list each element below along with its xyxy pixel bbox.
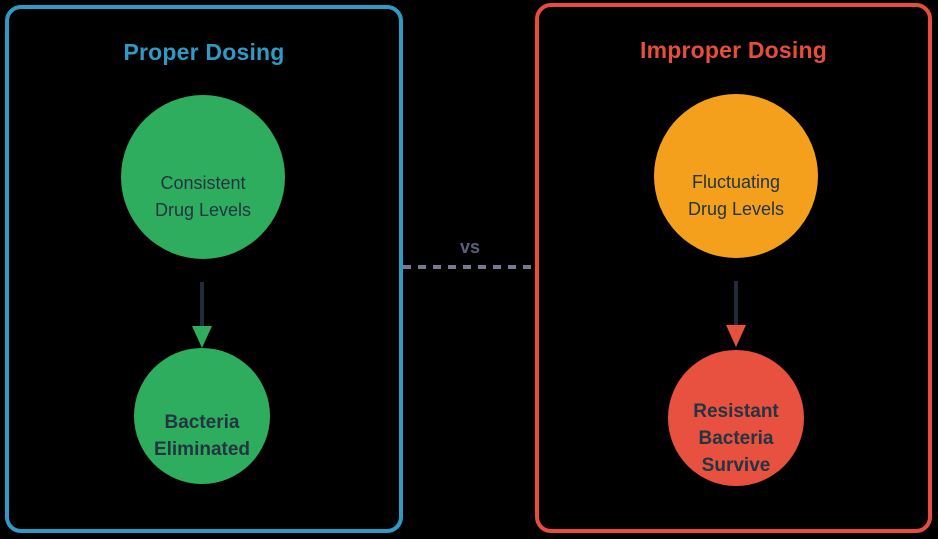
right-flow-arrow <box>725 281 747 347</box>
improper-dosing-panel: Improper Dosing Fluctuating Drug Levels … <box>535 3 932 533</box>
arrowhead-down-icon <box>192 326 212 348</box>
arrowhead-down-icon <box>726 325 746 347</box>
node-fluctuating-drug-levels: Fluctuating Drug Levels <box>654 94 818 258</box>
node-label-line: Survive <box>701 454 771 476</box>
arrow-shaft <box>734 281 738 326</box>
node-label-line: Bacteria <box>698 427 774 449</box>
proper-dosing-title: Proper Dosing <box>123 39 285 65</box>
node-label-line: Resistant <box>693 400 779 422</box>
vs-dashed-connector <box>403 265 536 269</box>
node-consistent-drug-levels: Consistent Drug Levels <box>121 95 285 259</box>
arrow-shaft <box>200 282 204 327</box>
node-label-line: Drug Levels <box>687 199 785 219</box>
node-label-line: Drug Levels <box>154 200 252 220</box>
improper-dosing-title: Improper Dosing <box>639 37 827 63</box>
node-label-line: Fluctuating <box>691 172 781 192</box>
left-flow-arrow <box>191 282 213 348</box>
vs-label: vs <box>459 237 481 257</box>
node-resistant-bacteria-survive: Resistant Bacteria Survive <box>668 350 804 486</box>
node-label-line: Eliminated <box>153 439 251 460</box>
node-label-line: Consistent <box>160 173 246 193</box>
proper-dosing-panel: Proper Dosing Consistent Drug Levels Bac… <box>5 5 403 533</box>
node-label-line: Bacteria <box>164 412 240 433</box>
node-bacteria-eliminated: Bacteria Eliminated <box>134 348 270 484</box>
